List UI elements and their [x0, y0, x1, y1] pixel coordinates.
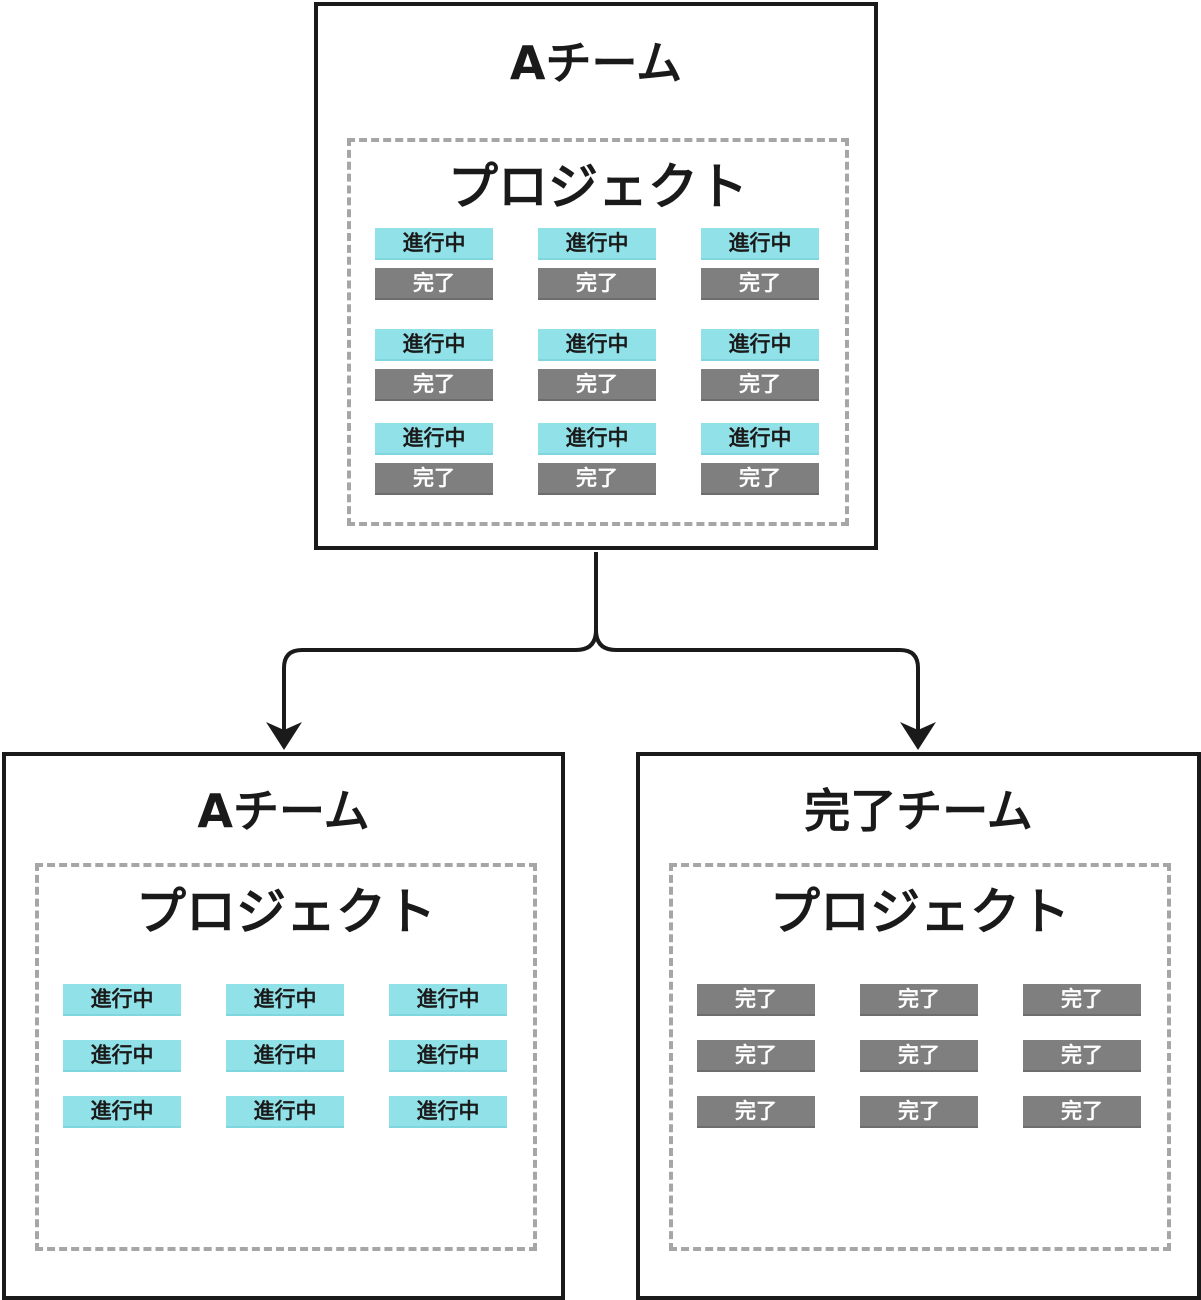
arrow-head-left-icon: [266, 722, 302, 750]
in-progress-tag: 進行中: [389, 1096, 507, 1128]
in-progress-tag: 進行中: [701, 228, 819, 260]
in-progress-tag: 進行中: [538, 228, 656, 260]
done-tag: 完了: [375, 463, 493, 495]
in-progress-tag: 進行中: [375, 329, 493, 361]
in-progress-tag: 進行中: [701, 423, 819, 455]
in-progress-tag: 進行中: [389, 1040, 507, 1072]
arrow-head-right-icon: [900, 722, 936, 750]
in-progress-tag: 進行中: [63, 984, 181, 1016]
project-box: プロジェクト 進行中完了進行中完了進行中完了進行中完了進行中完了進行中完了進行中…: [347, 138, 849, 526]
in-progress-tag: 進行中: [538, 423, 656, 455]
project-title: プロジェクト: [770, 883, 1070, 941]
done-tag: 完了: [1023, 984, 1141, 1016]
done-tag: 完了: [375, 369, 493, 401]
in-progress-tag: 進行中: [389, 984, 507, 1016]
done-tag: 完了: [1023, 1096, 1141, 1128]
in-progress-tag: 進行中: [63, 1096, 181, 1128]
done-tag: 完了: [1023, 1040, 1141, 1072]
done-tag: 完了: [860, 1096, 978, 1128]
team-title: Aチーム: [197, 784, 370, 838]
team-title: Aチーム: [509, 36, 683, 90]
done-tag: 完了: [375, 268, 493, 300]
done-tag: 完了: [701, 463, 819, 495]
in-progress-tag: 進行中: [63, 1040, 181, 1072]
done-tag: 完了: [538, 369, 656, 401]
done-tag: 完了: [697, 984, 815, 1016]
done-tag: 完了: [701, 268, 819, 300]
done-tag: 完了: [697, 1040, 815, 1072]
top-team-box: Aチーム プロジェクト 進行中完了進行中完了進行中完了進行中完了進行中完了進行中…: [314, 2, 878, 550]
project-box: プロジェクト 完了完了完了完了完了完了完了完了完了: [669, 863, 1171, 1251]
in-progress-tag: 進行中: [226, 1096, 344, 1128]
done-tag: 完了: [538, 268, 656, 300]
in-progress-tag: 進行中: [226, 984, 344, 1016]
in-progress-tag: 進行中: [375, 423, 493, 455]
project-title: プロジェクト: [136, 883, 436, 941]
left-team-box: Aチーム プロジェクト 進行中進行中進行中進行中進行中進行中進行中進行中進行中: [2, 752, 565, 1300]
done-tag: 完了: [860, 984, 978, 1016]
right-team-box: 完了チーム プロジェクト 完了完了完了完了完了完了完了完了完了: [636, 752, 1201, 1300]
done-tag: 完了: [860, 1040, 978, 1072]
in-progress-tag: 進行中: [226, 1040, 344, 1072]
in-progress-tag: 進行中: [538, 329, 656, 361]
team-title: 完了チーム: [804, 784, 1033, 838]
project-box: プロジェクト 進行中進行中進行中進行中進行中進行中進行中進行中進行中: [35, 863, 537, 1251]
done-tag: 完了: [697, 1096, 815, 1128]
done-tag: 完了: [538, 463, 656, 495]
split-connector-right: [594, 629, 920, 730]
in-progress-tag: 進行中: [375, 228, 493, 260]
project-title: プロジェクト: [448, 158, 748, 216]
in-progress-tag: 進行中: [701, 329, 819, 361]
done-tag: 完了: [701, 369, 819, 401]
split-connector: [282, 552, 598, 730]
